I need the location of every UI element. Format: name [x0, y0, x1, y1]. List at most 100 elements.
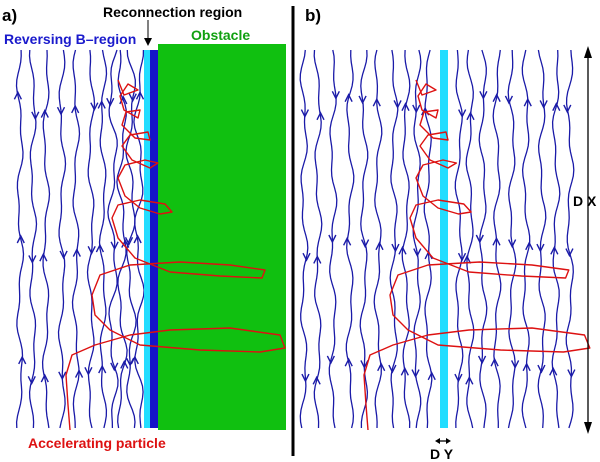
panel-b — [299, 46, 592, 444]
arrowhead-icon — [316, 111, 325, 121]
arrowhead-icon — [400, 366, 409, 376]
arrowhead-icon — [90, 102, 99, 112]
field-line-b — [401, 49, 411, 429]
field-line-a — [133, 49, 145, 429]
arrowhead-icon — [135, 90, 145, 100]
arrowhead-icon — [13, 90, 23, 100]
field-line-a — [71, 49, 81, 429]
arrowhead-icon — [525, 241, 534, 251]
field-line-b — [551, 49, 561, 429]
field-line-a — [41, 49, 51, 429]
arrowhead-icon — [458, 109, 467, 119]
arrowhead-icon — [128, 93, 137, 103]
arrowhead-icon — [344, 357, 353, 367]
field-line-b — [412, 49, 422, 429]
field-lines-b — [299, 49, 576, 429]
field-line-b — [565, 49, 575, 429]
arrowhead-icon — [58, 371, 67, 381]
field-line-b — [299, 49, 309, 429]
arrowhead-icon — [457, 252, 467, 262]
particle-trajectory-b — [363, 79, 591, 431]
arrowhead-icon — [16, 234, 25, 244]
arrowhead-icon — [549, 366, 558, 376]
arrowhead-icon — [475, 234, 484, 244]
panel-a — [13, 20, 286, 431]
obstacle — [158, 44, 286, 430]
field-line-b — [478, 49, 488, 429]
arrowhead-icon — [411, 369, 420, 379]
arrowhead-icon — [360, 239, 370, 249]
particle-trajectory-a — [65, 79, 286, 431]
arrowhead-icon — [537, 364, 546, 374]
arrowhead-icon — [413, 248, 422, 258]
arrowhead-icon — [59, 250, 68, 260]
arrowhead-icon — [344, 93, 353, 102]
arrowhead-icon — [412, 104, 421, 114]
dy-arrow — [435, 438, 451, 444]
arrowhead-icon — [98, 364, 107, 374]
field-line-b — [359, 49, 369, 428]
field-line-b — [389, 49, 399, 429]
arrowhead-icon — [427, 371, 436, 381]
arrowhead-icon — [39, 252, 48, 262]
arrowhead-icon — [567, 369, 576, 379]
arrowhead-icon — [97, 99, 106, 109]
arrowhead-icon — [342, 236, 352, 246]
arrowhead-icon — [536, 243, 545, 253]
arrowhead-icon — [398, 245, 407, 255]
arrowhead-icon — [313, 254, 322, 264]
arrowhead-icon — [312, 375, 321, 385]
particle-curve-b — [363, 79, 591, 431]
arrowhead-icon — [40, 373, 49, 383]
reconnection-halo-b — [440, 50, 448, 428]
arrowhead-icon — [522, 362, 531, 372]
dx-arrow — [584, 46, 592, 434]
panel-b-tag: b) — [305, 6, 321, 25]
panel-a-tag: a) — [2, 6, 17, 25]
arrowhead-icon — [391, 243, 400, 253]
arrowhead-icon — [87, 246, 96, 255]
arrowhead-icon — [40, 108, 49, 118]
arrowhead-icon — [31, 111, 40, 121]
arrowhead-icon — [504, 95, 514, 105]
arrowhead-icon — [110, 362, 119, 372]
arrowhead-icon — [120, 359, 129, 369]
field-line-a — [28, 49, 38, 429]
arrowhead-icon — [465, 375, 474, 385]
particle-curve-a — [65, 79, 286, 431]
accelerating-particle-label: Accelerating particle — [28, 435, 166, 451]
field-lines-a — [13, 49, 145, 429]
field-line-a — [86, 49, 96, 429]
field-line-b — [507, 49, 517, 429]
arrowhead-icon — [550, 245, 559, 255]
reversing-b-region-label: Reversing B–region — [4, 31, 136, 47]
arrowhead-icon — [133, 234, 142, 244]
arrowhead-icon — [466, 111, 475, 121]
dy-label: D Y — [430, 446, 454, 462]
arrowhead-icon — [377, 362, 386, 372]
arrowhead-icon — [372, 97, 381, 107]
arrowhead-icon — [508, 239, 517, 249]
arrowhead-icon — [84, 366, 93, 376]
arrowhead-icon — [375, 241, 384, 251]
arrowhead-icon — [563, 104, 572, 114]
arrowhead-icon — [18, 355, 27, 365]
arrowhead-icon — [300, 109, 310, 119]
arrowhead-icon — [358, 95, 367, 105]
field-line-b — [423, 49, 433, 429]
arrowhead-icon — [130, 355, 139, 365]
field-line-b — [454, 49, 464, 429]
arrowhead-icon — [71, 104, 80, 114]
reconnection-region-label: Reconnection region — [103, 4, 242, 20]
field-line-a — [107, 49, 119, 429]
arrowhead-icon — [462, 254, 472, 264]
arrowhead-icon — [56, 106, 66, 116]
arrowhead-icon — [28, 255, 37, 264]
field-line-b — [537, 49, 547, 429]
arrowhead-icon — [565, 248, 574, 258]
arrowhead-icon — [490, 357, 499, 367]
arrowhead-icon — [552, 102, 561, 112]
field-line-b — [373, 49, 383, 429]
field-line-a — [57, 49, 67, 429]
arrowhead-icon — [388, 364, 397, 374]
